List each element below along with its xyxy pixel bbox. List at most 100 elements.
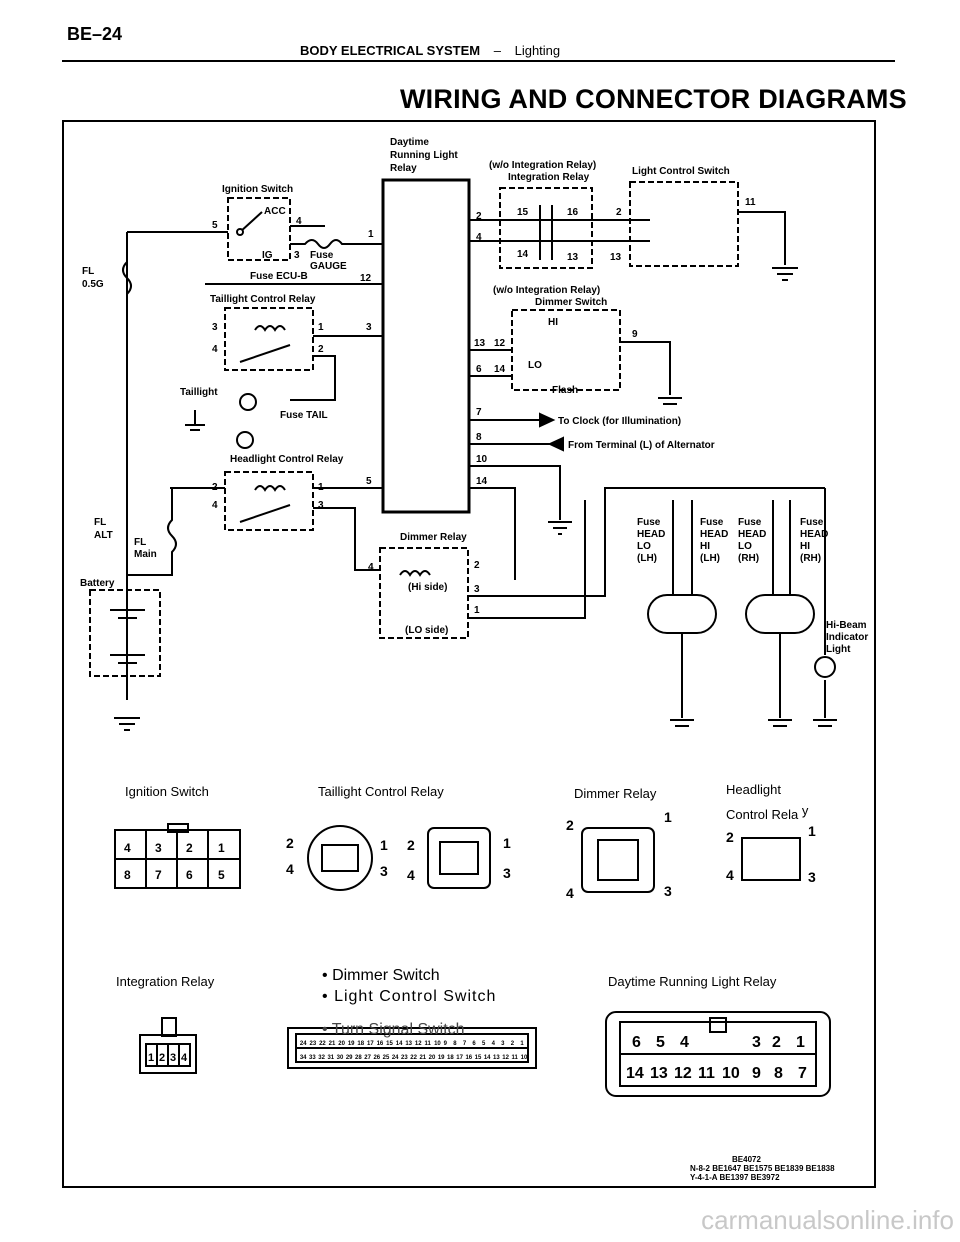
drl-pin-5: 5 [366, 476, 372, 487]
fuse-head-hi-rh-4: (RH) [800, 553, 821, 564]
dimmer-switch-conn-pin: 16 [377, 1041, 384, 1047]
dr-conn-pin: 4 [566, 885, 574, 901]
hl-conn-pin: 2 [726, 829, 734, 845]
dimmer-switch-conn-pin: 3 [501, 1041, 505, 1047]
ignition-contact [239, 211, 263, 233]
ign-conn-pin: 8 [124, 868, 131, 882]
section-title: BODY ELECTRICAL SYSTEM [300, 43, 481, 58]
fl05g-label-1: FL [82, 266, 94, 277]
ign-conn-pin: 6 [186, 868, 193, 882]
tl-conn-pin: 1 [380, 837, 388, 853]
ds-pin-12: 12 [494, 338, 506, 349]
drl-conn-pin: 3 [752, 1034, 761, 1051]
dimmer-switch-conn-pin: 15 [475, 1055, 482, 1061]
taillight-relay-label: Taillight Control Relay [210, 294, 316, 305]
hi-side-label: (Hi side) [408, 582, 447, 593]
headlight-fuse-wires [672, 500, 791, 595]
drl-pin-3: 3 [366, 322, 372, 333]
drl-conn-pin: 8 [774, 1065, 783, 1082]
dimmer-switch-conn-pin: 17 [456, 1055, 463, 1061]
drl-conn-pin: 6 [632, 1034, 641, 1051]
bullet-text: Turn Signal Switch [331, 1021, 465, 1038]
hi-beam-label-2: Indicator [826, 632, 868, 643]
fuse-head-lo-lh-2: HEAD [637, 529, 665, 540]
gauge-wire [290, 225, 383, 249]
dimmer-switch-conn-pin: 26 [373, 1055, 380, 1061]
drl-conn-pin: 13 [650, 1065, 668, 1082]
header-rule [62, 60, 895, 62]
drl-ground [548, 521, 572, 535]
diagram-frame [62, 120, 876, 1188]
headlight-relay-box [224, 471, 314, 531]
headlight-lh [647, 594, 717, 634]
dr-conn-pin: 1 [664, 809, 672, 825]
fl-main-label-2: Main [134, 549, 157, 560]
drl-pin-4: 4 [476, 232, 482, 243]
drl-conn-pin: 2 [772, 1034, 781, 1051]
integration-relay-label: Integration Relay [508, 172, 590, 183]
dimmer-switch-conn-pin: 30 [337, 1055, 344, 1061]
dimmer-switch-conn-pin: 29 [346, 1055, 353, 1061]
section-header: BODY ELECTRICAL SYSTEM – Lighting [300, 43, 560, 58]
bullet-mark: • [322, 967, 328, 984]
drl-pin-7: 7 [476, 407, 482, 418]
fl-alt-label-1: FL [94, 517, 106, 528]
dimmer-switch-conn-pin: 8 [453, 1041, 457, 1047]
dimmer-switch-conn-pin: 20 [429, 1055, 436, 1061]
hi-label: HI [548, 317, 558, 328]
integration-relay-connector: 1 2 3 4 [139, 1017, 197, 1074]
ds-pin-9: 9 [632, 329, 638, 340]
ignition-switch-label: Ignition Switch [222, 184, 293, 195]
dimmer-switch-conn-pin: 10 [434, 1041, 441, 1047]
dimmer-switch-conn-pin: 10 [521, 1055, 528, 1061]
drl-relay-box [381, 178, 471, 514]
fuse-head-lo-rh-4: (RH) [738, 553, 759, 564]
ign-pin-ig: 3 [294, 250, 300, 261]
tl-conn-pin: 3 [380, 863, 388, 879]
headlight-grounds [670, 633, 792, 727]
taillight-ground [185, 410, 205, 431]
ign-conn-pin: 2 [186, 841, 193, 855]
dimmer-switch-conn-pin: 23 [310, 1041, 317, 1047]
dimmer-switch-conn-pin: 24 [300, 1041, 307, 1047]
drl-relay-label-3: Relay [390, 163, 417, 174]
ignition-connector: 4 3 2 1 8 7 6 5 [114, 823, 241, 889]
dimmer-switch-conn-pin: 13 [493, 1055, 500, 1061]
dimmer-switch-conn-pin: 16 [465, 1055, 472, 1061]
drl-conn-pin: 5 [656, 1034, 665, 1051]
dimmer-switch-conn-pin: 27 [364, 1055, 371, 1061]
bullet-text: Light Control Switch [334, 988, 497, 1005]
dr-conn-pin: 2 [566, 817, 574, 833]
ir-conn-pin: 4 [181, 1052, 188, 1064]
drl-relay-label-2: Running Light [390, 150, 458, 161]
drl-pin-14: 14 [476, 476, 488, 487]
dimmer-relay-wires [468, 487, 825, 619]
dimmer-switch-conn-pin: 18 [447, 1055, 454, 1061]
drl-pin-13: 13 [474, 338, 486, 349]
code-3: Y-4-1-A BE1397 BE3972 [690, 1173, 780, 1182]
fuse-head-lo-rh-3: LO [738, 541, 752, 552]
fuse-gauge-label-2: GAUGE [310, 261, 347, 272]
fuse-head-hi-rh-2: HEAD [800, 529, 828, 540]
code-1: BE4072 [732, 1155, 761, 1164]
lo-side-label: (LO side) [405, 625, 448, 636]
bullet-text: Dimmer Switch [332, 967, 440, 984]
dimmer-switch-conn-pin: 31 [327, 1055, 334, 1061]
dimmer-switch-conn-pin: 24 [392, 1055, 399, 1061]
drl-pin-8: 8 [476, 432, 482, 443]
dimmer-switch-conn-pin: 21 [329, 1041, 336, 1047]
ign-conn-pin: 5 [218, 868, 225, 882]
drl-pin-1: 1 [368, 229, 374, 240]
drl-output-wires [469, 419, 561, 580]
ign-conn-pin: 4 [124, 841, 131, 855]
hi-beam-wire [813, 488, 837, 727]
tl-conn-pin: 2 [407, 837, 415, 853]
bullet-mark: • [322, 988, 329, 1005]
drl-relay-label-1: Daytime [390, 137, 429, 148]
dimmer-switch-conn-pin: 32 [318, 1055, 325, 1061]
dimmer-switch-conn-pin: 17 [367, 1041, 374, 1047]
fuse-fl-05g [122, 261, 132, 295]
battery-cells [110, 609, 145, 664]
headlight-relay-connector: 2 1 4 3 [726, 823, 816, 885]
page-title: WIRING AND CONNECTOR DIAGRAMS [400, 84, 907, 114]
